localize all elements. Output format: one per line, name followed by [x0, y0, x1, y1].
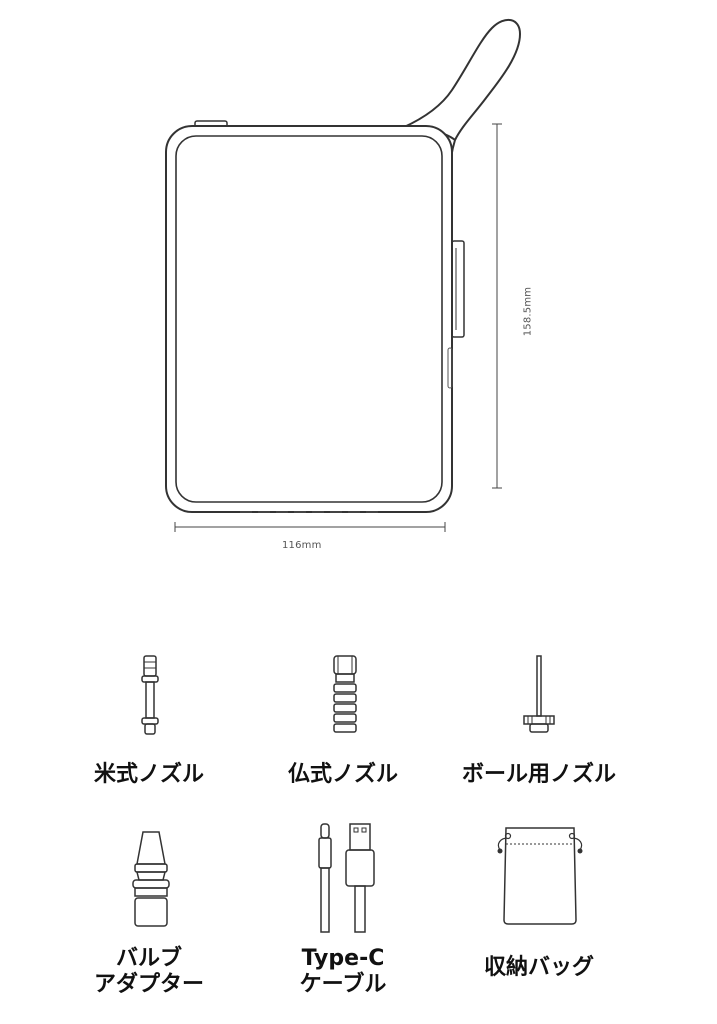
- accessory-label-type-c-cable-line2: ケーブル: [299, 972, 387, 997]
- accessory-label-storage-bag: 収納バッグ: [483, 955, 594, 980]
- accessory-label-type-c-cable: Type-C ケーブル: [243, 946, 443, 998]
- accessory-label-ball-nozzle: ボール用ノズル: [461, 762, 616, 787]
- accessory-label-type-c-cable-line1: Type-C: [301, 946, 385, 971]
- accessory-label-presta-nozzle: 仏式ノズル: [287, 762, 398, 787]
- device-outline-drawing: [165, 18, 522, 532]
- ball-needle-nozzle-icon: [523, 655, 555, 733]
- accessory-label-valve-adapter-line1: バルブ: [115, 946, 182, 971]
- presta-valve-nozzle-icon: [333, 655, 357, 733]
- height-dimension-label: 158.5mm: [522, 286, 534, 337]
- type-c-cable-icon: [318, 823, 375, 933]
- width-dimension-label: 116mm: [282, 540, 322, 551]
- us-valve-nozzle-icon: [141, 655, 159, 735]
- valve-adapter-icon: [132, 831, 170, 927]
- accessory-label-us-nozzle: 米式ノズル: [93, 762, 204, 787]
- accessory-label-valve-adapter: バルブ アダプター: [49, 946, 249, 998]
- accessory-label-valve-adapter-line2: アダプター: [93, 972, 204, 997]
- storage-bag-icon: [497, 827, 583, 925]
